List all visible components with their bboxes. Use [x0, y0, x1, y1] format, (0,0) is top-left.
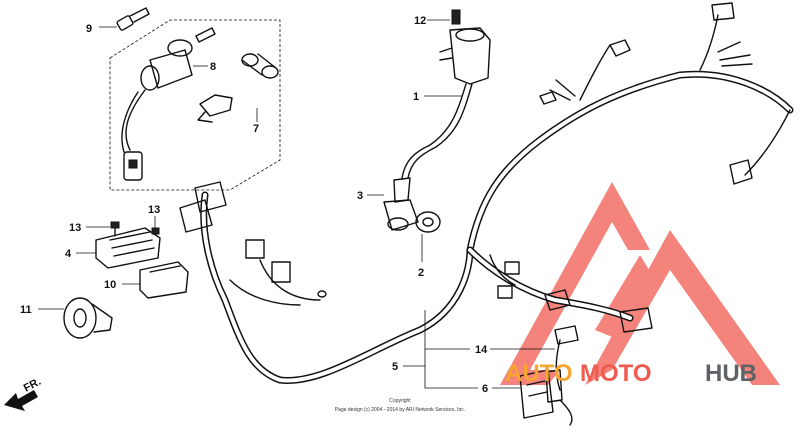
- callout-13-left: 13: [69, 222, 81, 234]
- copyright-line-2: Page design (c) 2004 - 2014 by ARI Netwo…: [335, 407, 465, 413]
- callout-3: 3: [357, 190, 363, 202]
- horn: [63, 297, 113, 339]
- callout-10: 10: [104, 279, 116, 291]
- callout-1: 1: [413, 91, 419, 103]
- grommet: [415, 211, 441, 233]
- regulator-rectifier: [95, 227, 161, 269]
- ignition-switch-body: [121, 39, 193, 181]
- callout-12: 12: [414, 15, 426, 27]
- spark-plug-cap: [383, 177, 419, 231]
- forward-direction-indicator: FR.: [4, 376, 43, 411]
- watermark-wordmark: AUTO MOTO HUB: [505, 360, 757, 387]
- high-tension-lead: [401, 83, 467, 179]
- ignition-coil: [439, 9, 491, 85]
- watermark-text-auto: AUTO: [505, 360, 573, 387]
- watermark-triangle-left: [500, 182, 650, 385]
- forward-label: FR.: [22, 376, 43, 395]
- watermark-logo: [500, 182, 780, 385]
- callout-14: 14: [475, 344, 488, 356]
- lock-cylinder: [241, 53, 279, 79]
- leader-lines: [38, 19, 555, 389]
- watermark-text-hub: HUB: [705, 360, 757, 387]
- callout-11: 11: [20, 304, 32, 316]
- bolt-13b: [151, 227, 160, 235]
- callout-4: 4: [65, 248, 72, 260]
- callout-5: 5: [392, 361, 398, 373]
- ignition-switch-kit: [109, 7, 281, 191]
- callout-9: 9: [86, 23, 92, 35]
- bolt-13a: [110, 221, 120, 237]
- callout-2: 2: [418, 267, 424, 279]
- watermark-inner-slash: [595, 255, 655, 340]
- callout-13-right: 13: [148, 204, 160, 216]
- callout-7: 7: [253, 123, 259, 135]
- watermark-triangle-right: [585, 230, 780, 385]
- copyright-line-1: Copyright: [389, 398, 411, 404]
- watermark-text-moto: MOTO: [580, 360, 652, 387]
- ignition-key: [116, 7, 150, 31]
- callout-6: 6: [482, 383, 488, 395]
- callout-8: 8: [210, 61, 216, 73]
- relay: [139, 261, 189, 299]
- forward-arrow-icon: [4, 390, 38, 411]
- main-wire-harness: [179, 2, 794, 426]
